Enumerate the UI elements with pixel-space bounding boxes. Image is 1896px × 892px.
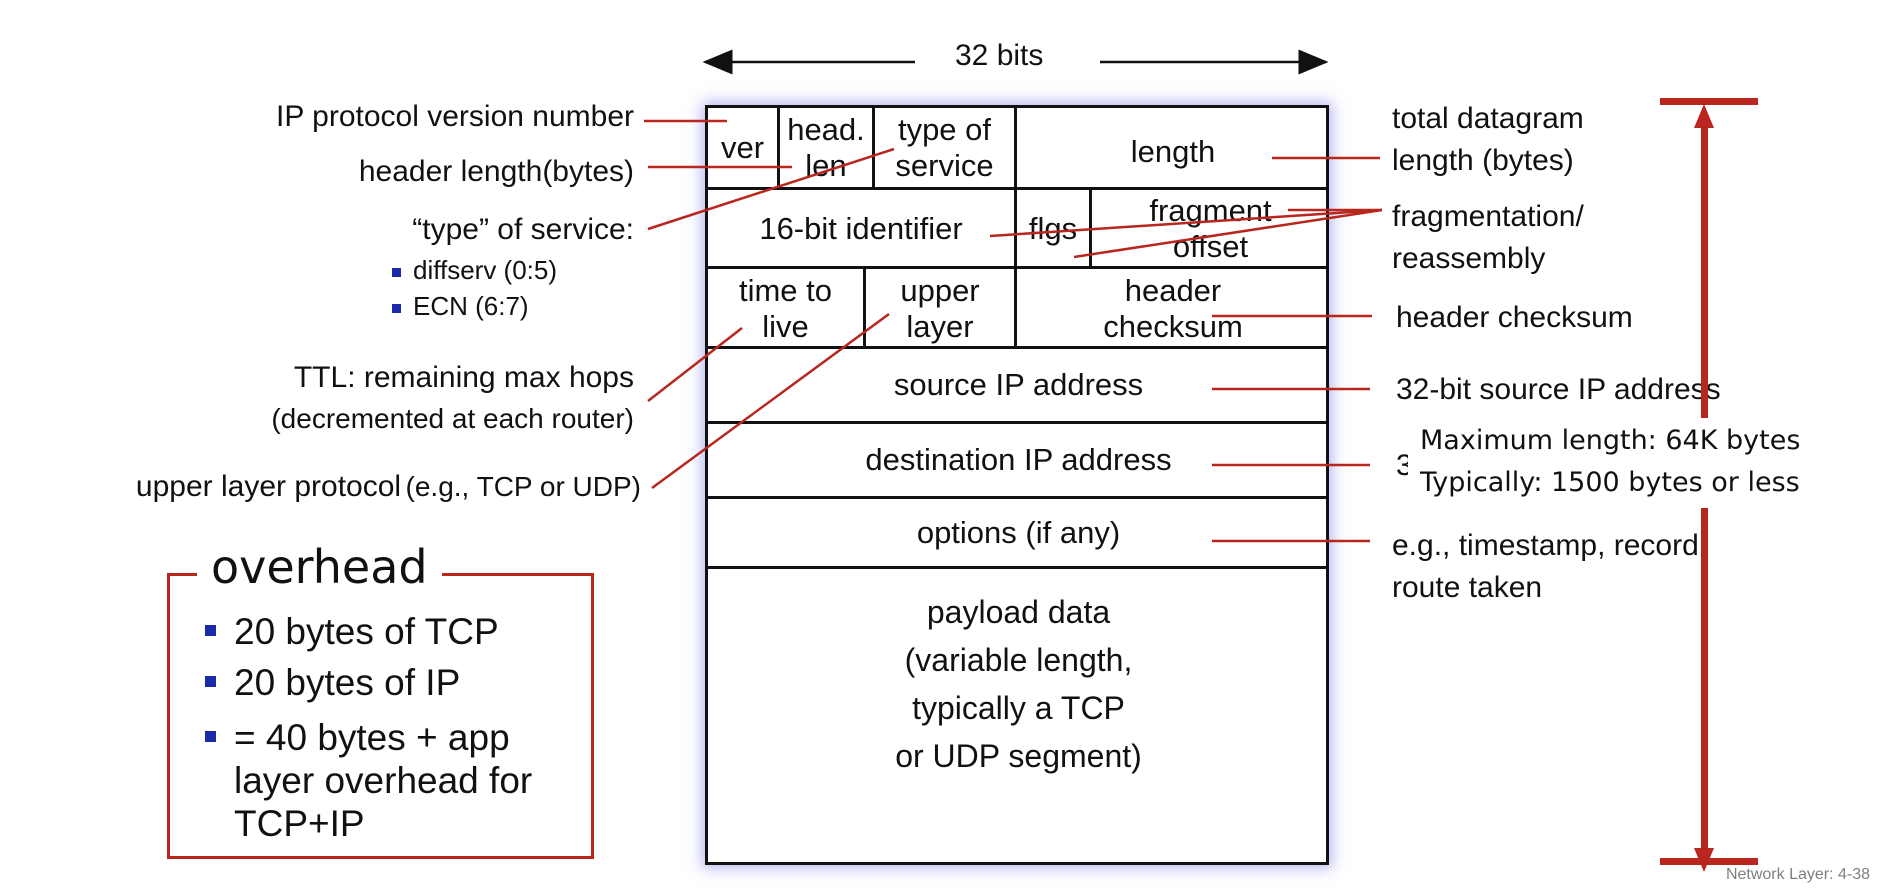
field-fragment-offset: fragment offset bbox=[1149, 193, 1272, 264]
field-options: options (if any) bbox=[916, 514, 1121, 550]
overhead-item: 20 bytes of IP bbox=[205, 661, 460, 704]
label-upper-layer: upper layer protocol (e.g., TCP or UDP) bbox=[135, 470, 641, 503]
bullet-icon bbox=[205, 624, 216, 636]
bullet-icon bbox=[392, 303, 401, 313]
row-divider bbox=[708, 496, 1326, 499]
col-divider bbox=[863, 268, 866, 348]
label-total-length: total datagram length (bytes) bbox=[1392, 102, 1584, 177]
field-head-len: head. len bbox=[787, 112, 865, 183]
label-tos-ecn: ECN (6:7) bbox=[392, 290, 529, 322]
row-divider bbox=[708, 266, 1326, 269]
label-source: 32-bit source IP address bbox=[1396, 373, 1721, 406]
field-payload: payload data (variable length, typically… bbox=[895, 594, 1142, 774]
label-ttl-note: (decremented at each router) bbox=[271, 403, 634, 434]
label-tos-title: “type” of service: bbox=[412, 213, 634, 246]
field-ver: ver bbox=[720, 130, 765, 165]
label-fragmentation: fragmentation/ reassembly bbox=[1392, 200, 1584, 275]
bullet-icon bbox=[392, 267, 401, 277]
label-ttl: TTL: remaining max hops bbox=[293, 361, 634, 394]
field-length: length bbox=[1130, 134, 1216, 169]
row-divider bbox=[708, 346, 1326, 349]
field-header-checksum: header checksum bbox=[1103, 273, 1243, 344]
slide-footer: Network Layer: 4-38 bbox=[1725, 866, 1870, 883]
bullet-icon bbox=[205, 730, 216, 742]
row-divider bbox=[708, 566, 1326, 569]
field-source-ip: source IP address bbox=[893, 367, 1144, 402]
label-options: e.g., timestamp, record route taken bbox=[1392, 529, 1699, 604]
row-divider bbox=[708, 187, 1326, 190]
ip-datagram-box: ver head. len type of service length 16-… bbox=[705, 105, 1329, 865]
width-label: 32 bits bbox=[955, 39, 1044, 72]
col-divider bbox=[1014, 108, 1017, 188]
field-ttl: time to live bbox=[738, 273, 833, 344]
field-upper-layer: upper layer bbox=[900, 273, 980, 344]
typical-length-text: Typically: 1500 bytes or less bbox=[1420, 467, 1800, 498]
max-length-callout: Maximum length: 64K bytes Typically: 150… bbox=[1408, 418, 1850, 508]
bullet-icon bbox=[205, 675, 216, 687]
col-divider bbox=[1014, 268, 1017, 348]
overhead-item: = 40 bytes + app layer overhead for TCP+… bbox=[205, 716, 532, 845]
label-version: IP protocol version number bbox=[276, 100, 634, 133]
label-checksum: header checksum bbox=[1396, 301, 1633, 334]
overhead-title: overhead bbox=[197, 538, 442, 596]
length-bar-bottom-cap bbox=[1660, 858, 1758, 865]
row-divider bbox=[708, 421, 1326, 424]
label-tos-diffserv: diffserv (0:5) bbox=[392, 254, 557, 286]
max-length-text: Maximum length: 64K bytes bbox=[1420, 425, 1801, 456]
overhead-item: 20 bytes of TCP bbox=[205, 610, 499, 653]
label-header-length: header length(bytes) bbox=[358, 155, 634, 188]
field-destination-ip: destination IP address bbox=[865, 442, 1172, 477]
field-flags: flgs bbox=[1028, 211, 1078, 246]
field-identifier: 16-bit identifier bbox=[759, 211, 963, 246]
field-type-of-service: type of service bbox=[895, 112, 994, 183]
length-bar-top-cap bbox=[1660, 98, 1758, 105]
